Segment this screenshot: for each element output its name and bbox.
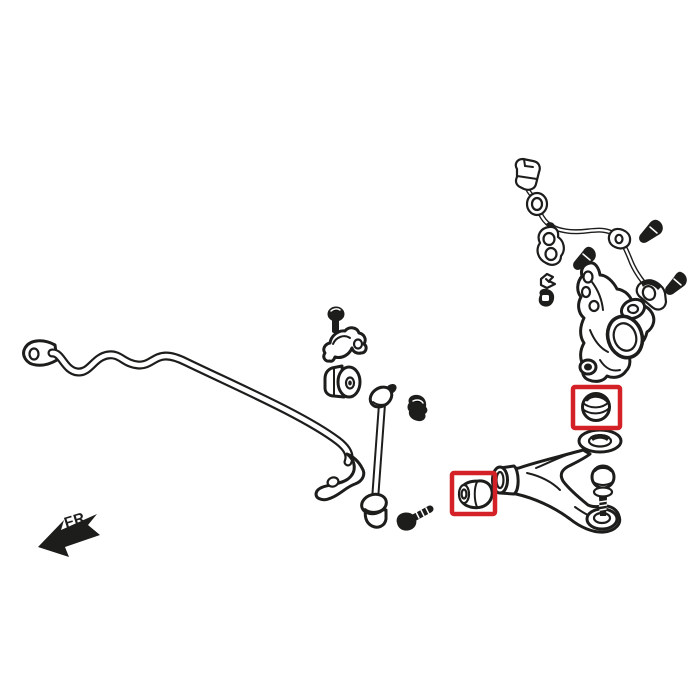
sensor-head-face [641, 285, 657, 301]
highlight-box-rear-bushing [570, 384, 623, 431]
lower-arm-rear-bushing-highlight [570, 384, 623, 431]
front-lower-control-arm [491, 428, 623, 534]
stabilizer-bushing-bracket [322, 326, 368, 363]
link-bottom-ball-seam [364, 507, 385, 513]
fr-direction-arrow: FR. [38, 508, 100, 557]
connector-notch [523, 158, 534, 168]
bracket-body [322, 326, 368, 363]
knuckle-details [589, 281, 621, 372]
retainer-clip [539, 272, 557, 290]
bolt-head-split [673, 278, 682, 286]
bolt-head-split [582, 253, 591, 261]
bolt-thread-tick [425, 507, 430, 515]
stabilizer-link [360, 383, 397, 529]
harness-bolts [573, 219, 687, 295]
lower-arm-front-bushing-highlight [449, 470, 498, 517]
bushing-bore-center [348, 380, 352, 386]
steering-knuckle [576, 261, 656, 383]
ball-joint-parts [590, 464, 616, 516]
knuckle-bolt [573, 246, 596, 270]
clip-fold-line [545, 278, 550, 283]
fr-label: FR. [62, 508, 92, 532]
bracket-bolt [327, 306, 345, 333]
knuckle-foot-eyelet-bore [584, 363, 592, 371]
harness-grommet-inner [530, 196, 544, 212]
front-stabilizer-bar [22, 339, 366, 502]
connector-seam [516, 175, 538, 180]
flange-nut-slot [542, 295, 549, 301]
stud-thread-tick [599, 508, 607, 511]
abs-sensor-harness [514, 157, 668, 311]
arm-front-sleeve-bore [495, 470, 505, 490]
harness-bolt [639, 219, 663, 243]
ball-joint-ring [592, 486, 614, 498]
link-nut-glint [412, 399, 424, 404]
sensor-head-band [641, 280, 662, 290]
bolt-thread-tick [415, 511, 420, 519]
stabilizer-link-bolt [396, 505, 434, 531]
fr-arrow-shape [38, 514, 100, 557]
stabilizer-link-nut [407, 394, 428, 422]
link-top-ball-seam [372, 400, 391, 406]
stud-thread-tick [598, 500, 608, 503]
link-rod-inner [373, 402, 384, 502]
left-eyelet-hole [28, 347, 40, 361]
front-bushing-face-inner [460, 488, 468, 500]
bracket-plate-tip [546, 222, 555, 228]
rear-bushing-crescent [585, 393, 609, 403]
flange-nut [538, 288, 555, 307]
bracket-ear-hole [352, 338, 364, 350]
bolt-thread-tick [420, 509, 425, 517]
bracket-plate-ring [542, 231, 556, 247]
bolt-head-split [649, 226, 658, 234]
link-nut-body [407, 394, 428, 422]
bolt-head-glint [330, 308, 341, 312]
highlight-box-front-bushing [449, 470, 498, 517]
arm-rear-eyelet-shadow [590, 434, 610, 441]
link-bottom-ball [360, 492, 388, 516]
stabilizer-bushing [323, 364, 362, 399]
knuckle-arm-hole [588, 299, 600, 313]
harness-connector [514, 157, 541, 191]
harness-bolt [665, 271, 687, 295]
clip-plate-hole [614, 233, 624, 245]
link-bolt-head [396, 512, 417, 531]
bracket-saddle-line [332, 335, 351, 345]
bracket-plate-ring [544, 246, 558, 262]
front-bushing-seam [473, 481, 478, 508]
knuckle-arm-hole [580, 285, 592, 299]
stabilizer-bar-tube-inner [49, 350, 352, 465]
rear-bushing-groove [582, 401, 610, 409]
boot-base-line [592, 481, 614, 486]
knuckle-hub-bore-inner [612, 322, 638, 352]
end-eyelet-hole [326, 476, 340, 488]
stud-thread-tick [598, 504, 608, 507]
knuckle-arm-hole [582, 270, 594, 284]
boot-top-line [594, 467, 612, 472]
rear-bushing-groove [581, 407, 611, 415]
knuckle-upper-boss-hole [626, 303, 640, 315]
stabilizer-bar-end-eyelet [314, 452, 366, 502]
